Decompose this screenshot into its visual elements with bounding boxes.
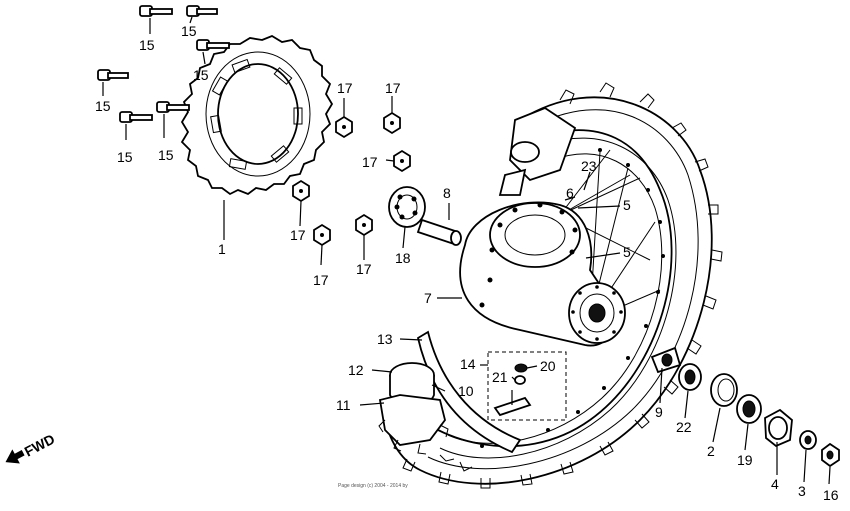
rim: [439, 137, 677, 459]
axle-sleeve: [498, 106, 577, 196]
right-side-axle-parts: [650, 346, 840, 468]
rear-hub: [459, 201, 626, 347]
callout-8: 8: [443, 185, 451, 201]
callout-16: 16: [823, 487, 839, 503]
callout-10: 10: [458, 383, 474, 399]
forward-direction-indicator: FWD: [5, 431, 58, 464]
rim-band-and-valve: [378, 330, 567, 472]
callout-14: 14: [460, 356, 476, 372]
callout-15d: 15: [95, 98, 111, 114]
callout-17a: 17: [337, 80, 353, 96]
callout-6: 6: [566, 185, 574, 201]
callout-23: 23: [581, 158, 597, 174]
rear-tire: [384, 82, 723, 489]
callout-15e: 15: [117, 149, 133, 165]
callout-5b: 5: [623, 244, 631, 260]
callout-15a: 15: [139, 37, 155, 53]
bearing-and-collar: [388, 186, 462, 246]
callout-9: 9: [655, 404, 663, 420]
callout-20: 20: [540, 358, 556, 374]
sprocket-nuts: [292, 111, 411, 247]
copyright-text: Page design (c) 2004 - 2014 by: [338, 483, 408, 489]
callout-18: 18: [395, 250, 411, 266]
callout-21: 21: [492, 369, 508, 385]
callout-15f: 15: [158, 147, 174, 163]
forward-arrow-icon: [5, 449, 25, 464]
callout-11: 11: [336, 397, 351, 413]
callout-labels: 1 2 3 4 5 5 6 7 8 9 10 11 12 13 14 15 15…: [95, 23, 839, 503]
callout-3: 3: [798, 483, 806, 499]
callout-12: 12: [348, 362, 364, 378]
callout-17e: 17: [313, 272, 329, 288]
callout-1: 1: [218, 241, 226, 257]
callout-15b: 15: [181, 23, 197, 39]
fwd-label: FWD: [22, 431, 58, 460]
callout-5a: 5: [623, 197, 631, 213]
callout-17c: 17: [362, 154, 378, 170]
leader-lines: [102, 16, 831, 485]
driven-sprocket: [180, 34, 334, 196]
sprocket-bolts: [97, 5, 230, 123]
callout-17f: 17: [356, 261, 372, 277]
callout-22: 22: [676, 419, 692, 435]
callout-17b: 17: [385, 80, 401, 96]
callout-13: 13: [377, 331, 393, 347]
callout-7: 7: [424, 290, 432, 306]
callout-4: 4: [771, 476, 779, 492]
callout-2: 2: [707, 443, 715, 459]
callout-19: 19: [737, 452, 753, 468]
callout-15c: 15: [193, 67, 209, 83]
callout-17d: 17: [290, 227, 306, 243]
